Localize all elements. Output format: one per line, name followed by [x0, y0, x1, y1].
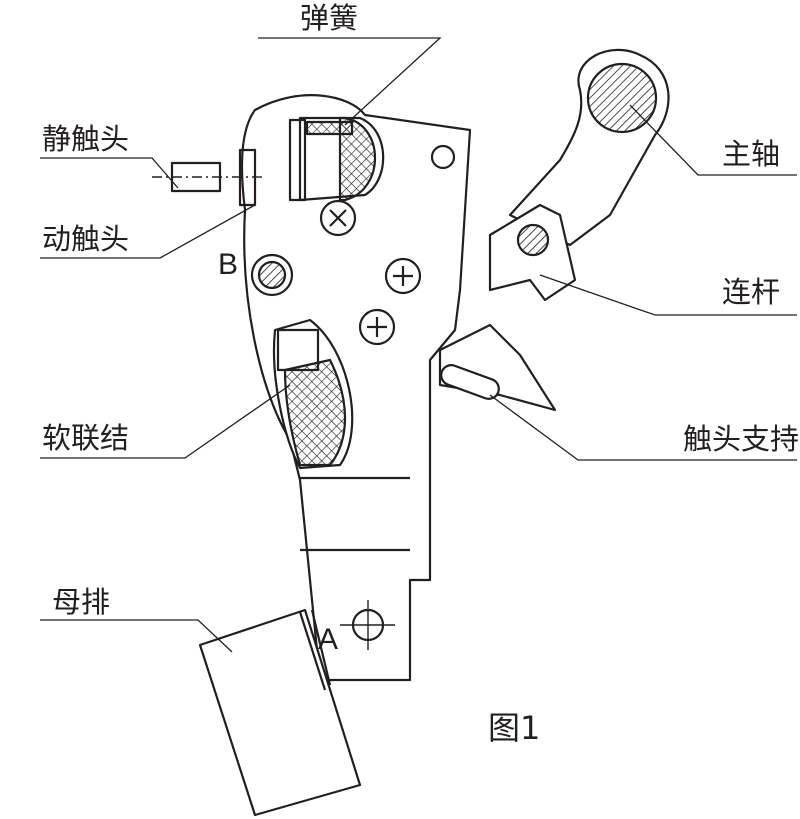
leader-contact-support	[489, 394, 797, 461]
label-flexible-connection: 软联结	[42, 421, 130, 455]
leader-flexible-connection	[40, 384, 291, 459]
label-spring: 弹簧	[300, 1, 359, 35]
figure-caption: 图1	[488, 709, 541, 747]
leader-spring	[258, 37, 442, 126]
label-static-contact: 静触头	[42, 122, 130, 156]
point-b-label: B	[218, 248, 239, 281]
label-link-rod: 连杆	[722, 275, 781, 309]
leader-static-contact	[40, 157, 179, 189]
point-a-label: A	[318, 623, 339, 656]
label-moving-contact: 动触头	[42, 222, 130, 256]
label-busbar: 母排	[52, 585, 111, 619]
leader-main-shaft	[629, 104, 797, 176]
leader-busbar	[40, 619, 233, 653]
leader-moving-contact	[40, 204, 256, 259]
label-contact-support: 触头支持	[683, 422, 800, 456]
busbar	[198, 608, 362, 817]
leader-link-rod	[539, 274, 797, 316]
moving-contact-body	[240, 94, 472, 682]
label-main-shaft: 主轴	[722, 137, 781, 171]
